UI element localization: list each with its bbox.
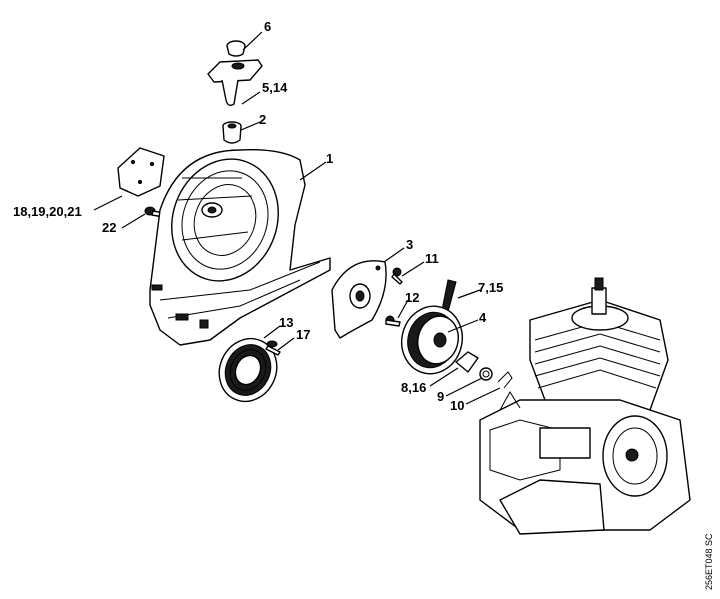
callout-1: 1	[326, 151, 333, 166]
callout-10: 10	[450, 398, 464, 413]
callout-12: 12	[405, 290, 419, 305]
starter-rope-part	[441, 279, 457, 313]
rope-rotor-part	[401, 305, 463, 375]
callout-11: 11	[425, 251, 439, 266]
callout-22: 22	[102, 220, 116, 235]
callout-9: 9	[437, 389, 444, 404]
screw-17-part	[265, 340, 281, 356]
spring-housing-plate-part	[331, 260, 387, 339]
callout-18-21: 18,19,20,21	[13, 204, 82, 219]
pawl-part	[455, 351, 479, 373]
fan-housing-part	[149, 149, 331, 346]
callout-3: 3	[406, 237, 413, 252]
screw-11-part	[391, 267, 403, 285]
rope-guide-bushing-part	[222, 121, 242, 144]
leader-lines	[93, 31, 501, 405]
callout-8-16: 8,16	[401, 380, 426, 395]
starter-grip-part	[207, 59, 263, 107]
washer-part	[479, 367, 493, 381]
spring-clip-part	[497, 371, 513, 389]
rewind-spring-part	[218, 337, 278, 403]
callout-13: 13	[279, 315, 293, 330]
callout-5-14: 5,14	[262, 80, 288, 95]
callout-4: 4	[479, 310, 487, 325]
callout-17: 17	[296, 327, 310, 342]
engine-block	[479, 277, 691, 535]
callout-7-15: 7,15	[478, 280, 503, 295]
cover-plate-part	[117, 147, 165, 197]
callout-2: 2	[259, 112, 266, 127]
grip-cap-part	[226, 40, 246, 57]
callout-6: 6	[264, 19, 271, 34]
screw-12-part	[385, 315, 401, 327]
drawing-code: 256ET048 SC	[704, 533, 714, 590]
